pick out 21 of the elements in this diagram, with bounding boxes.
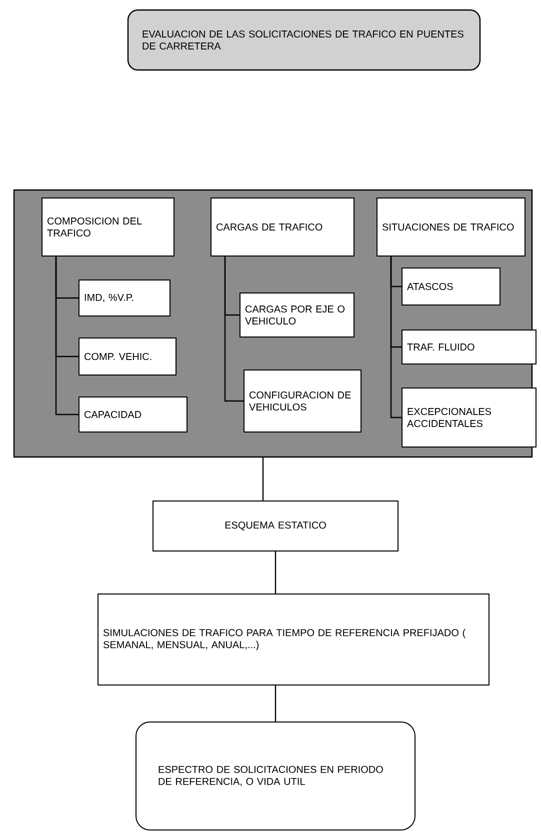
connector-line bbox=[262, 457, 264, 501]
process-box: ATASCOS bbox=[402, 268, 500, 306]
connector-line bbox=[55, 256, 78, 416]
process-box: CONFIGURACION DE VEHICULOS bbox=[244, 370, 362, 432]
connector-line bbox=[274, 551, 276, 594]
process-box: CARGAS DE TRAFICO bbox=[210, 198, 354, 256]
connector-line bbox=[390, 256, 402, 418]
process-box: ESQUEMA ESTATICO bbox=[152, 500, 398, 552]
process-box: SITUACIONES DE TRAFICO bbox=[376, 198, 526, 256]
process-box: TRAF. FLUIDO bbox=[402, 330, 536, 364]
title-box: EVALUACION DE LAS SOLICITACIONES DE TRAFICO EN PUENTES DE CARRETERA bbox=[127, 9, 481, 71]
connector-line bbox=[274, 685, 276, 722]
process-box: SIMULACIONES DE TRAFICO PARA TIEMPO DE REFERENCIA PREFIJADO ( SEMANAL, MENSUAL, ANUAL,...) bbox=[98, 594, 490, 686]
process-box: IMD, %V.P. bbox=[78, 280, 170, 316]
connector-line bbox=[224, 256, 244, 402]
result-box: ESPECTRO DE SOLICITACIONES EN PERIODO DE REFERENCIA, O VIDA UTIL bbox=[136, 722, 416, 830]
process-box: CARGAS POR EJE O VEHICULO bbox=[240, 292, 354, 338]
process-box: COMP. VEHIC. bbox=[78, 338, 176, 376]
process-box: CAPACIDAD bbox=[78, 396, 188, 432]
process-box: COMPOSICION DEL TRAFICO bbox=[42, 198, 174, 256]
process-box: EXCEPCIONALES ACCIDENTALES bbox=[402, 388, 536, 448]
